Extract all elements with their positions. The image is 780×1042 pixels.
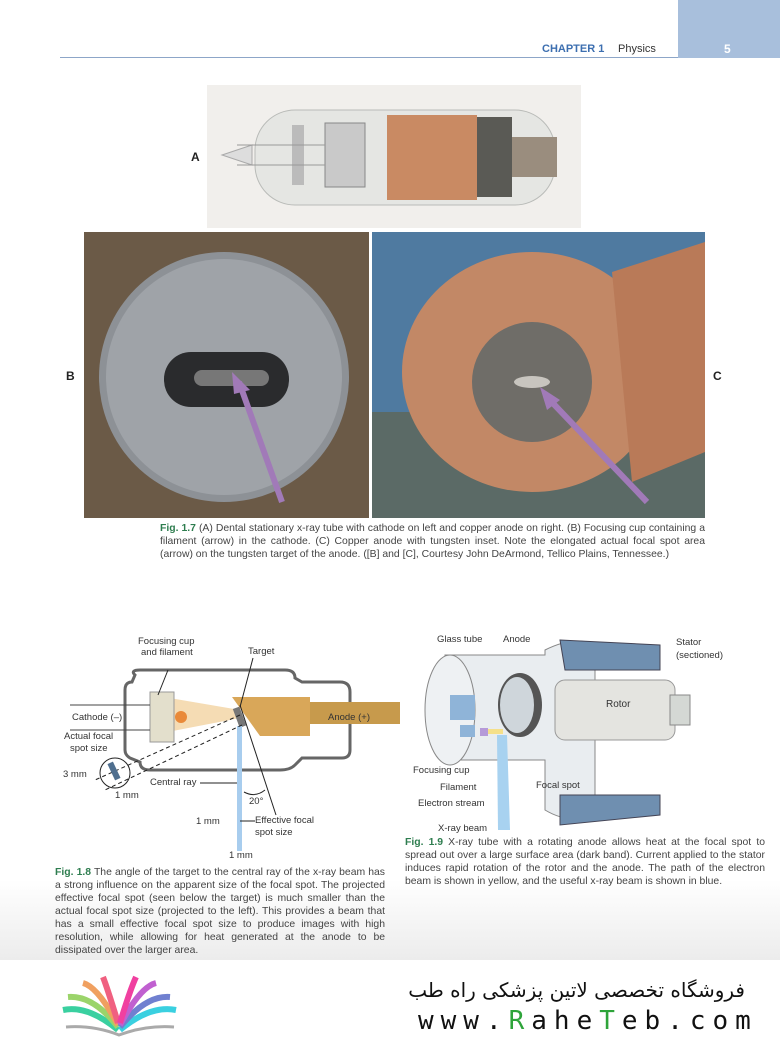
panel-label-b: B <box>66 369 75 383</box>
figure-1-9-diagram <box>424 639 691 830</box>
url-part: R <box>508 1006 532 1036</box>
label-focusing-cup: Focusing cup <box>413 765 470 776</box>
photo-xray-tube <box>207 85 581 228</box>
book-logo-icon <box>62 975 177 1037</box>
label-glass-tube: Glass tube <box>437 634 483 645</box>
header-rule <box>60 57 678 58</box>
url-part: www. <box>418 1006 509 1036</box>
label-anode: Anode (+) <box>328 712 370 723</box>
chapter-label: CHAPTER 1 <box>542 43 605 55</box>
label-focal-spot: Focal spot <box>536 780 580 791</box>
figure-1-8-diagram <box>70 657 400 851</box>
photo-copper-anode <box>372 232 705 518</box>
label-1mm-effective: 1 mm <box>196 816 220 827</box>
photo-focusing-cup <box>84 232 369 518</box>
figure-1-8-caption: Fig. 1.8 The angle of the target to the … <box>55 866 385 957</box>
caption-text: X-ray tube with a rotating anode allows … <box>405 837 765 887</box>
label-central-ray: Central ray <box>150 777 197 788</box>
chapter-subject: Physics <box>618 43 656 55</box>
bottom-fade <box>0 880 780 960</box>
label-anode: Anode <box>503 634 531 645</box>
label-actual-spot-size: spot size <box>70 743 108 754</box>
label-xray-beam: X-ray beam <box>438 823 488 834</box>
caption-label: Fig. 1.8 <box>55 867 92 878</box>
figure-1-9-caption: Fig. 1.9 X-ray tube with a rotating anod… <box>405 836 765 888</box>
label-filament: Filament <box>440 782 477 793</box>
label-effective-spot-size: spot size <box>255 827 293 838</box>
caption-text: The angle of the target to the central r… <box>55 867 385 956</box>
url-part: ahe <box>531 1006 600 1036</box>
label-1mm-actual: 1 mm <box>115 790 139 801</box>
url-part: eb.com <box>621 1006 758 1036</box>
label-effective-focal: Effective focal <box>255 815 314 826</box>
label-3mm: 3 mm <box>63 769 87 780</box>
header-accent-block <box>678 0 780 58</box>
panel-label-a: A <box>191 150 200 164</box>
label-stator-sectioned: (sectioned) <box>676 650 723 661</box>
caption-label: Fig. 1.7 <box>160 523 196 534</box>
label-and-filament: and filament <box>141 647 193 658</box>
store-url[interactable]: www.RaheTeb.com <box>418 1006 758 1036</box>
label-rotor: Rotor <box>606 699 631 710</box>
figure-1-7-caption: Fig. 1.7 (A) Dental stationary x-ray tub… <box>160 522 705 561</box>
label-electron-stream: Electron stream <box>418 798 485 809</box>
store-name-persian: فروشگاه تخصصی لاتین پزشکی راه طب <box>408 978 745 1002</box>
caption-label: Fig. 1.9 <box>405 837 444 848</box>
label-focusing-cup: Focusing cup <box>138 636 195 647</box>
label-angle: 20° <box>249 796 264 807</box>
url-part: T <box>599 1006 622 1036</box>
caption-text: (A) Dental stationary x-ray tube with ca… <box>160 523 705 560</box>
label-stator: Stator <box>676 637 702 648</box>
label-cathode: Cathode (–) <box>72 712 123 723</box>
page-number: 5 <box>724 42 731 56</box>
label-1mm-width: 1 mm <box>229 850 253 861</box>
label-target: Target <box>248 646 275 657</box>
panel-label-c: C <box>713 369 722 383</box>
label-actual-focal: Actual focal <box>64 731 114 742</box>
